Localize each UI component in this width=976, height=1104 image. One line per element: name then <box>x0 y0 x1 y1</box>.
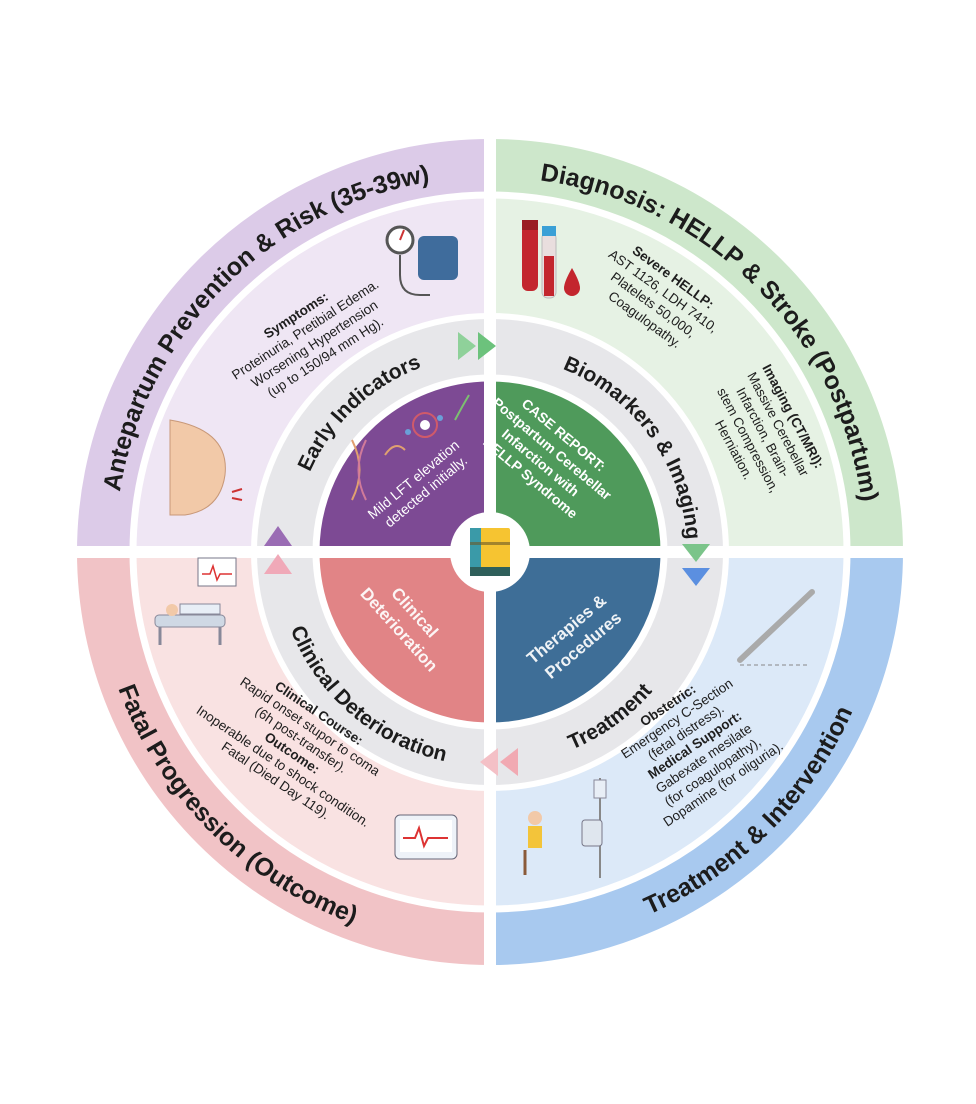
br-outer-segment <box>490 552 903 965</box>
tr-inner-segment <box>490 378 664 552</box>
book-icon <box>470 528 510 576</box>
scalpel-icon <box>737 589 815 666</box>
arrow-down-icon <box>682 544 710 586</box>
bl-ring-segment <box>254 552 490 788</box>
bl-inner-segment <box>316 552 490 726</box>
tr-outer-segment <box>490 139 903 552</box>
tl-ring-segment <box>254 316 490 552</box>
ring-divider <box>312 374 668 730</box>
br-inner-segment <box>490 552 664 726</box>
blood-tubes-icon <box>522 220 580 299</box>
dna-molecule-icon <box>351 394 470 501</box>
bl-outer-segment <box>77 552 490 965</box>
br-ring-segment <box>490 552 726 788</box>
pregnant-belly-icon <box>169 419 243 516</box>
hospital-bed-icon <box>154 557 237 645</box>
iv-drip-icon <box>523 778 607 878</box>
tl-inner-segment <box>316 378 490 552</box>
arrow-right-icon <box>458 332 496 360</box>
tl-outer-segment <box>77 139 490 552</box>
heart-monitor-icon <box>394 814 458 860</box>
ring-divider <box>251 313 729 791</box>
treatment-text: Obstetric: Emergency C-Section (fetal di… <box>607 659 786 830</box>
arrow-up-icon <box>264 526 292 574</box>
arrow-left-icon <box>480 748 518 776</box>
blood-pressure-cuff-icon <box>385 225 458 296</box>
ring-divider <box>129 191 851 913</box>
tr-ring-segment <box>490 316 726 552</box>
